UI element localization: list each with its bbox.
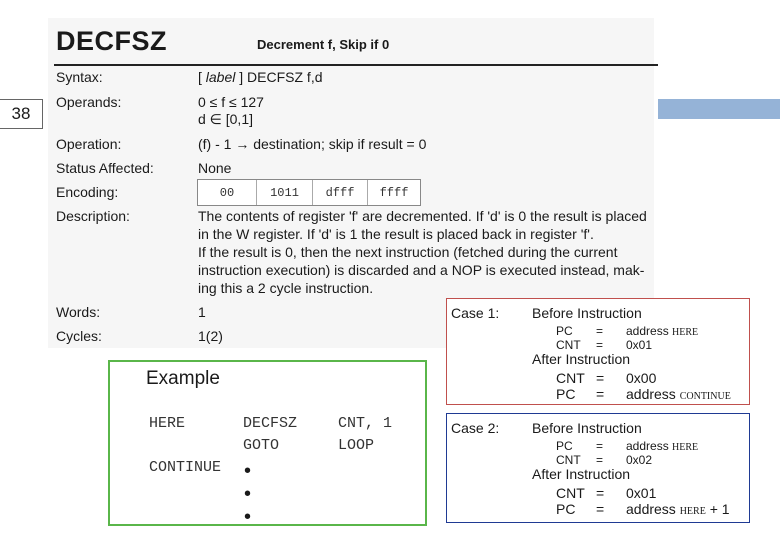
header-rule (54, 64, 658, 66)
register-name: PC (556, 386, 576, 402)
case-1-label: Case 1: (451, 305, 500, 321)
register-value: address CONTINUE (626, 386, 731, 402)
cycles-value: 1(2) (198, 328, 223, 344)
slide-number: 38 (0, 99, 43, 129)
register-name: CNT (556, 338, 581, 352)
equals-sign: = (596, 439, 604, 453)
case-2-before-heading: Before Instruction (532, 420, 642, 436)
example-opcode: GOTO (243, 437, 280, 454)
equals-sign: = (596, 324, 604, 338)
encoding-cell: 00 (198, 180, 257, 205)
register-name: PC (556, 324, 573, 338)
example-operand: CNT, 1 (338, 415, 393, 432)
words-value: 1 (198, 304, 206, 320)
status-value: None (198, 160, 232, 176)
equals-sign: = (596, 370, 605, 386)
operands-value-d: d ∈ [0,1] (198, 111, 254, 127)
register-name: PC (556, 501, 576, 517)
example-bullet: • (244, 460, 252, 482)
register-name: PC (556, 439, 573, 453)
equals-sign: = (596, 338, 604, 352)
register-value: address HERE + 1 (626, 501, 730, 517)
syntax-value: [ label ] DECFSZ f,d (198, 69, 323, 85)
description-line: in the W register. If 'd' is 1 the resul… (198, 226, 594, 242)
example-title: Example (146, 368, 220, 389)
case-1-after-heading: After Instruction (532, 351, 631, 367)
register-name: CNT (556, 453, 581, 467)
case-2-after-heading: After Instruction (532, 466, 631, 482)
example-label: HERE (149, 415, 186, 432)
case-2-box (446, 413, 750, 523)
description-line: instruction execution) is discarded and … (198, 262, 645, 278)
register-value: address HERE (626, 324, 699, 338)
example-label: CONTINUE (149, 459, 222, 476)
encoding-cell: ffff (379, 185, 409, 200)
equals-sign: = (596, 485, 605, 501)
case-1-box (446, 298, 750, 405)
register-name: CNT (556, 370, 585, 386)
words-label: Words: (56, 304, 101, 320)
description-line: The contents of register 'f' are decreme… (198, 208, 647, 224)
description-label: Description: (56, 208, 130, 224)
operands-label: Operands: (56, 94, 122, 110)
encoding-cell: 1011 (257, 180, 313, 205)
operation-value: (f) - 1 → destination; skip if result = … (198, 136, 427, 152)
accent-bar (658, 99, 780, 119)
register-value: 0x01 (626, 338, 653, 352)
syntax-label: Syntax: (56, 69, 103, 85)
register-name: CNT (556, 485, 585, 501)
example-box (108, 360, 427, 526)
description-line: ing this a 2 cycle instruction. (198, 280, 374, 296)
example-bullet: • (244, 483, 252, 505)
encoding-label: Encoding: (56, 184, 119, 200)
equals-sign: = (596, 453, 604, 467)
instruction-title: Decrement f, Skip if 0 (257, 37, 390, 52)
encoding-table: 00 1011 dfff ffff (197, 179, 421, 206)
description-text: The contents of register 'f' are decreme… (198, 207, 658, 297)
register-value: 0x00 (626, 370, 657, 386)
example-opcode: DECFSZ (243, 415, 298, 432)
operation-label: Operation: (56, 136, 122, 152)
example-bullet: • (244, 506, 252, 528)
operands-value-f: 0 ≤ f ≤ 127 (198, 94, 264, 110)
encoding-cell: dfff (313, 180, 368, 205)
register-value: 0x01 (626, 485, 657, 501)
case-1-before-heading: Before Instruction (532, 305, 642, 321)
cycles-label: Cycles: (56, 328, 102, 344)
status-label: Status Affected: (56, 160, 154, 176)
example-operand: LOOP (338, 437, 375, 454)
equals-sign: = (596, 501, 605, 517)
description-line: If the result is 0, then the next instru… (198, 244, 618, 260)
register-value: 0x02 (626, 453, 653, 467)
register-value: address HERE (626, 439, 699, 453)
instruction-mnemonic: DECFSZ (56, 26, 167, 56)
equals-sign: = (596, 386, 605, 402)
case-2-label: Case 2: (451, 420, 500, 436)
